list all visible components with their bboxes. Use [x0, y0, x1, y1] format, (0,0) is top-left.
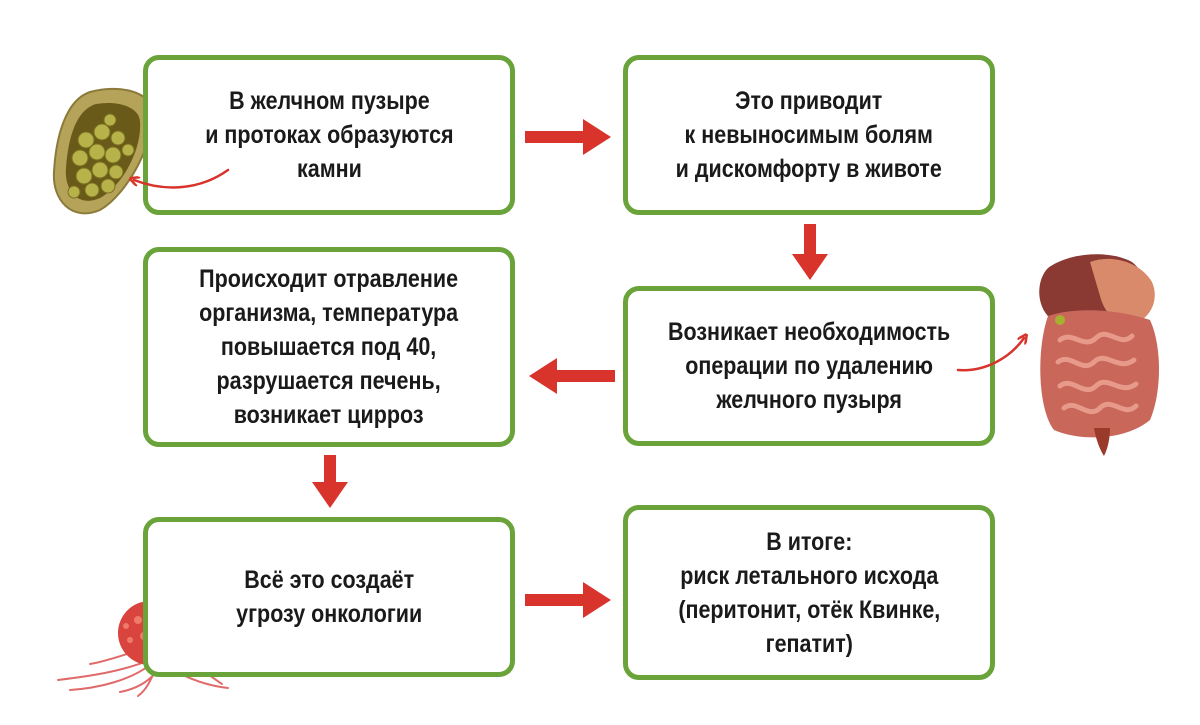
- step-text: В желчном пузыре и протоках образуются к…: [204, 87, 454, 183]
- step-text: Это приводит к невыносимым болям и диско…: [675, 87, 943, 183]
- step-box-poisoning: Происходит отравление организма, темпера…: [143, 247, 515, 447]
- step-text: В итоге: риск летального исхода (перитон…: [678, 527, 940, 658]
- arrow-down-2-to-4: [792, 224, 828, 280]
- arrow-left-4-to-3: [529, 358, 615, 394]
- step-box-outcome: В итоге: риск летального исхода (перитон…: [623, 505, 995, 680]
- arrow-right-5-to-6: [525, 582, 611, 618]
- step-text: Происходит отравление организма, темпера…: [199, 265, 459, 429]
- step-box-oncology: Всё это создаёт угрозу онкологии: [143, 517, 515, 677]
- arrow-right-1-to-2: [525, 119, 611, 155]
- curved-arrow-to-gallbladder: [134, 168, 230, 189]
- digestive-organs-illustration: [1039, 254, 1159, 456]
- step-text: Всё это создаёт угрозу онкологии: [235, 566, 423, 628]
- arrow-down-3-to-5: [312, 455, 348, 508]
- step-box-gallstones: В желчном пузыре и протоках образуются к…: [143, 55, 515, 215]
- gallbladder-illustration: [52, 68, 183, 215]
- curved-arrow-to-organs: [956, 338, 1024, 372]
- step-box-pain: Это приводит к невыносимым болям и диско…: [623, 55, 995, 215]
- step-text: Возникает необходимость операции по удал…: [667, 318, 951, 414]
- step-box-surgery: Возникает необходимость операции по удал…: [623, 286, 995, 446]
